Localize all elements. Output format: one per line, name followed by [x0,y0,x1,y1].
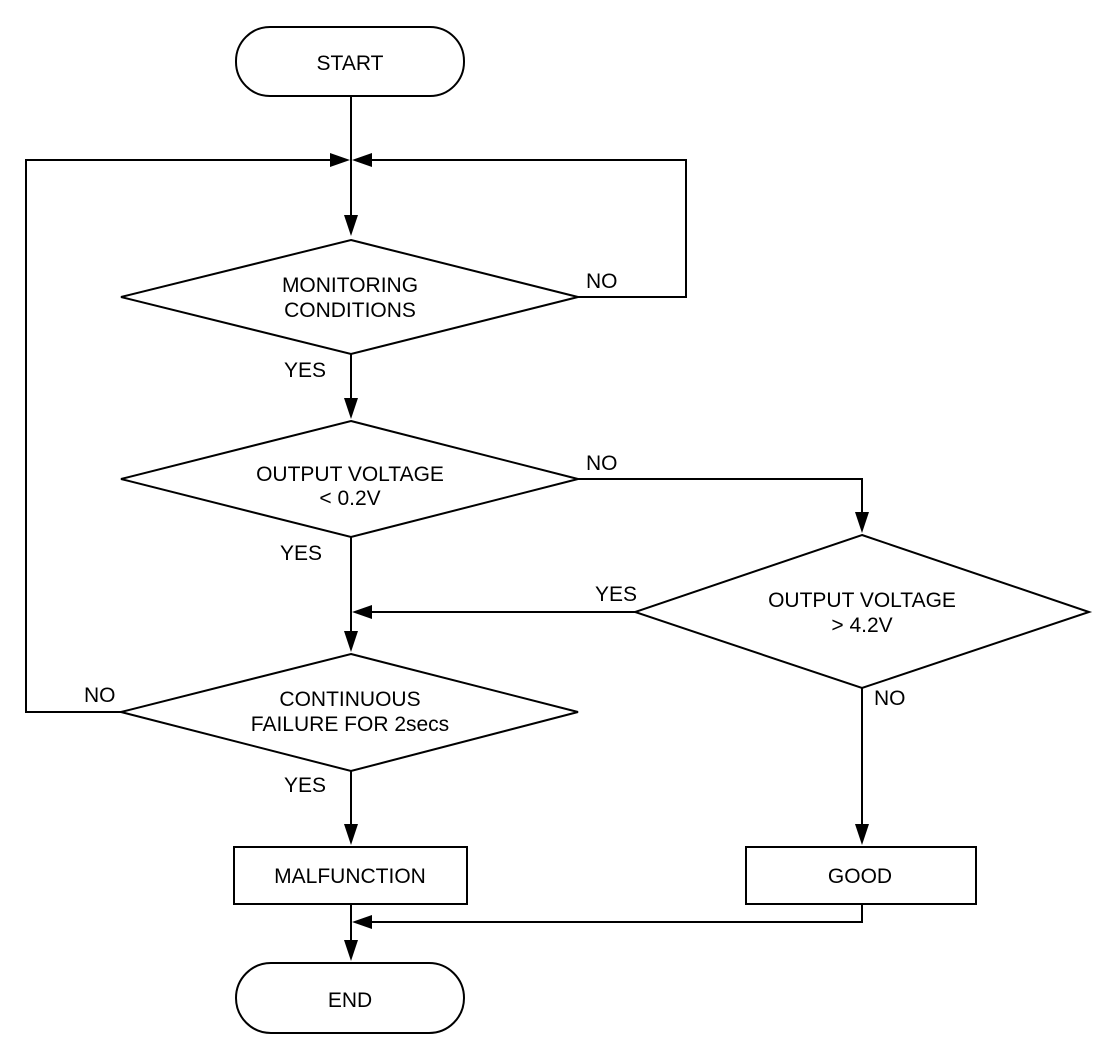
low-voltage-no-label: NO [586,452,618,475]
monitoring-no-label: NO [586,270,618,293]
start-terminal: START [235,26,465,97]
continuous-failure-decision: CONTINUOUS FAILURE FOR 2secs [120,652,579,773]
arrowhead [855,824,869,845]
monitoring-conditions-line1: MONITORING [282,274,418,297]
good-label: GOOD [828,865,892,888]
low-voltage-diamond [120,419,579,539]
connector-good-to-end [365,904,863,923]
branch-labels: NO YES NO YES YES NO NO YES [84,270,906,797]
arrowhead [352,153,372,167]
arrowhead [352,605,372,619]
end-terminal-label: END [328,989,372,1012]
continuous-failure-diamond [120,652,579,773]
high-voltage-no-label: NO [874,687,906,710]
continuous-no-label: NO [84,684,116,707]
arrowhead [344,215,358,236]
monitoring-conditions-line2: CONDITIONS [284,299,416,322]
arrowheads [330,153,869,961]
low-voltage-line2: < 0.2V [319,487,380,510]
malfunction-label: MALFUNCTION [274,865,426,888]
high-voltage-line1: OUTPUT VOLTAGE [768,589,956,612]
arrowhead [344,398,358,419]
connector-continuous-no-loop [25,159,337,713]
high-voltage-decision: OUTPUT VOLTAGE > 4.2V [631,533,1093,690]
arrowhead [344,940,358,961]
good-box [745,846,977,905]
low-voltage-decision: OUTPUT VOLTAGE < 0.2V [120,419,579,539]
malfunction-process: MALFUNCTION [233,846,468,905]
arrowhead [855,512,869,533]
continuous-yes-label: YES [284,774,326,797]
start-terminal-label: START [317,52,384,75]
start-terminal-shape [235,26,465,97]
monitoring-yes-label: YES [284,359,326,382]
monitoring-conditions-decision: MONITORING CONDITIONS [120,238,579,356]
continuous-failure-line2: FAILURE FOR 2secs [251,713,449,736]
low-voltage-yes-label: YES [280,542,322,565]
high-voltage-line2: > 4.2V [831,614,892,637]
continuous-failure-line1: CONTINUOUS [279,688,420,711]
high-voltage-diamond [631,533,1093,690]
connectors [25,96,863,950]
good-process: GOOD [745,846,977,905]
high-voltage-yes-label: YES [595,583,637,606]
arrowhead [352,915,372,929]
malfunction-box [233,846,468,905]
low-voltage-line1: OUTPUT VOLTAGE [256,463,444,486]
arrowhead [344,824,358,845]
end-terminal: END [235,962,465,1034]
connector-monitoring-no-loop [365,159,687,298]
arrowhead [330,153,350,167]
connector-low-voltage-no [578,478,863,522]
arrowhead [344,631,358,652]
monitoring-conditions-diamond [120,238,579,356]
end-terminal-shape [235,962,465,1034]
